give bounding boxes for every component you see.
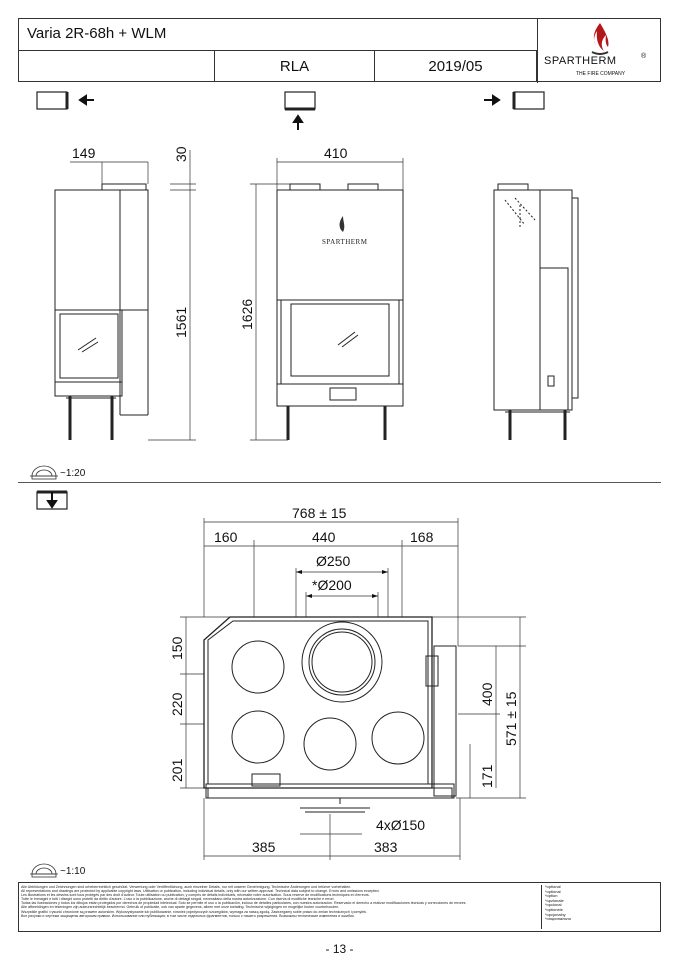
dim-400: 400 — [479, 682, 495, 706]
view-box-right — [513, 91, 545, 110]
divider-top — [18, 482, 661, 483]
brand-tagline: THE FIRE COMPANY — [576, 71, 626, 77]
dim-168: 168 — [410, 529, 434, 545]
variant-cell: RLA — [215, 51, 375, 82]
scale-label-2: ~1:10 — [60, 866, 86, 877]
dim-30: 30 — [173, 146, 189, 162]
dim-440: 440 — [312, 529, 336, 545]
brand-logo: SPARTHERM ® THE FIRE COMPANY — [537, 19, 662, 83]
title-cell-empty — [19, 51, 215, 82]
scale-label-1: ~1:20 — [60, 468, 86, 479]
plan-view: 768 ± 15 160 440 168 Ø250 *Ø200 150 220 … — [30, 490, 526, 878]
scale-icon — [30, 465, 58, 480]
dim-150: 150 — [169, 636, 185, 660]
optional-notes: *optional *optional *option *opzionale *… — [541, 884, 658, 929]
dim-d200: *Ø200 — [312, 577, 352, 593]
legal-line: All representations and drawings are pro… — [21, 889, 380, 894]
dim-171: 171 — [479, 764, 495, 788]
scale-icon-2 — [30, 863, 58, 878]
note-line: *opcional — [545, 902, 562, 908]
note-line: *option — [545, 893, 558, 899]
dim-160: 160 — [214, 529, 238, 545]
dim-149: 149 — [72, 145, 96, 161]
front-flame-icon — [339, 216, 345, 232]
page-number: - 13 - — [325, 942, 354, 956]
front-brand: SPARTHERM — [322, 238, 368, 246]
date-cell: 2019/05 — [375, 51, 537, 82]
legal-footer: Alle Abbildungen und Zeichnungen sind ur… — [18, 882, 661, 932]
legal-line: Les illustrations et les dessins sont to… — [21, 893, 370, 898]
legal-line: Wszystkie grafiki i rysunki chronione są… — [21, 909, 367, 914]
note-line: *optionele — [545, 906, 563, 912]
note-line: *opzionale — [545, 897, 564, 903]
dim-410: 410 — [324, 145, 348, 161]
legal-line: Все рисунки и чертежи защищены авторским… — [21, 913, 355, 918]
flame-icon — [591, 23, 609, 55]
product-title: Varia 2R-68h + WLM — [27, 25, 167, 42]
dim-768: 768 ± 15 — [292, 505, 347, 521]
title-block: Varia 2R-68h + WLM RLA 2019/05 SPARTHERM… — [18, 18, 662, 83]
title-row: Varia 2R-68h + WLM — [19, 19, 537, 51]
dim-4x150: 4xØ150 — [376, 817, 425, 833]
dim-571: 571 ± 15 — [503, 691, 519, 746]
legal-line: Tutte le immagini e tutti i disegni sono… — [21, 897, 335, 902]
dim-d250: Ø250 — [316, 553, 350, 569]
dim-220: 220 — [169, 692, 185, 716]
note-line: *optional — [545, 888, 561, 894]
note-line: *opcjonalny — [545, 911, 566, 917]
brand-name: SPARTHERM — [544, 55, 617, 67]
legal-line: Alle Abbildungen und Zeichnungen sind ur… — [21, 885, 352, 889]
dim-201: 201 — [169, 758, 185, 782]
dim-383: 383 — [374, 839, 398, 855]
dim-385: 385 — [252, 839, 276, 855]
legal-text: Alle Abbildungen und Zeichnungen sind ur… — [21, 885, 539, 918]
dim-1561: 1561 — [173, 307, 189, 338]
dim-1626: 1626 — [239, 299, 255, 330]
view-box-left — [36, 91, 68, 110]
legal-line: Todas las ilustraciones y todos los dibu… — [21, 901, 467, 906]
legal-line: Alle afbeeldingen en tekeningen zijn aut… — [21, 905, 340, 910]
elevation-views: 149 30 1561 SPARTHERM 410 1626 — [30, 91, 579, 480]
view-box-front — [284, 91, 316, 110]
brand-registered: ® — [641, 53, 647, 60]
note-line: *опционально — [545, 916, 571, 922]
note-line: *optional — [545, 884, 561, 889]
